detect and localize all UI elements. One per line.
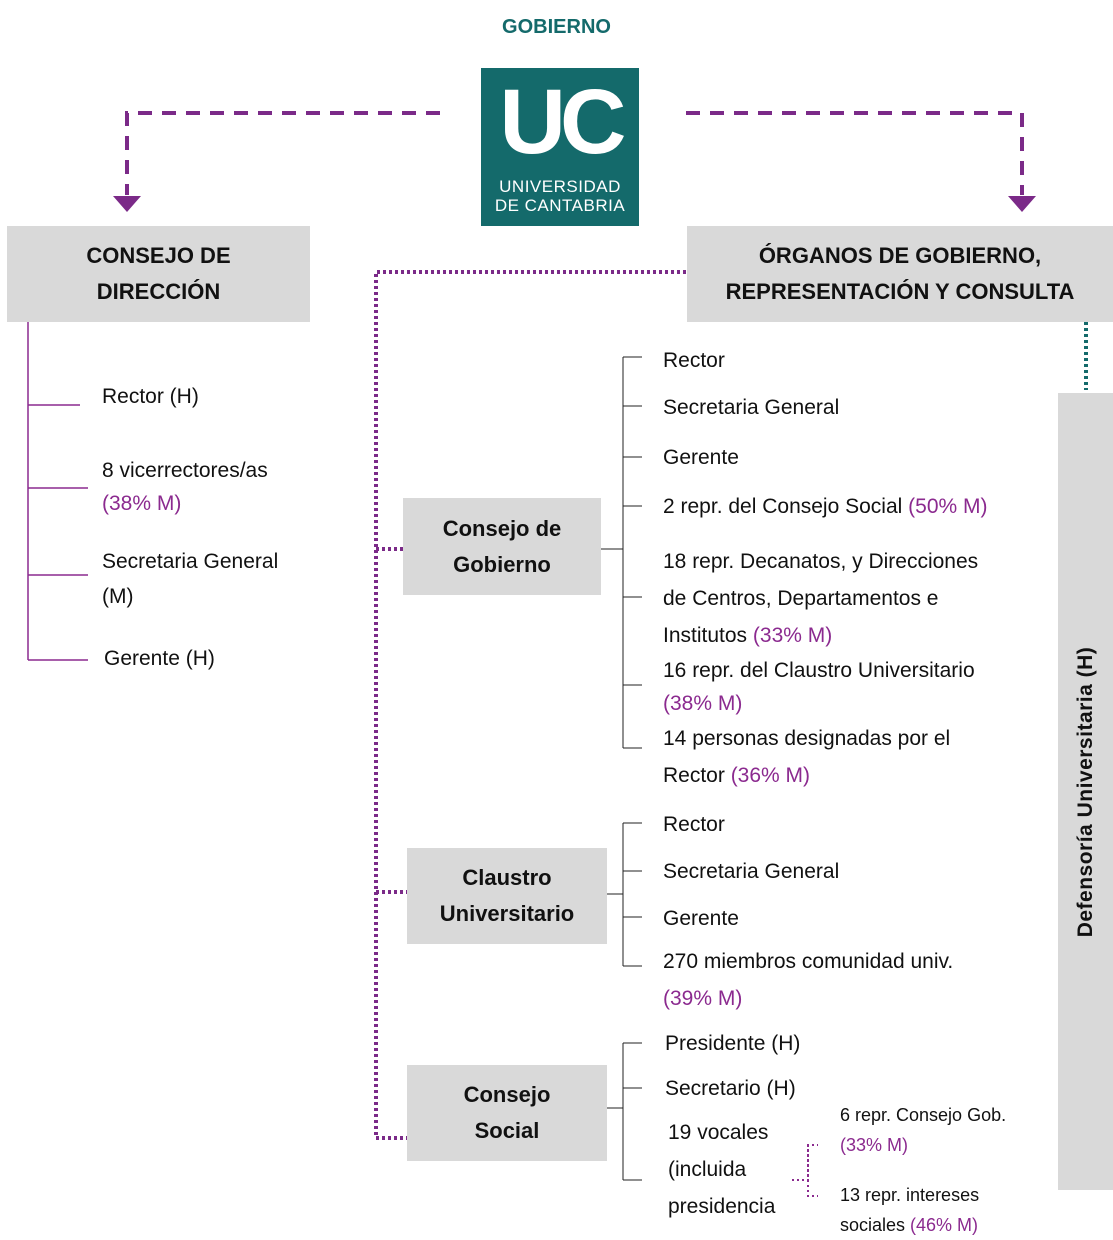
cg-item-consejo-social: 2 repr. del Consejo Social (50% M) — [663, 488, 988, 525]
cs-item-vocales-line2: (incluida — [668, 1158, 747, 1181]
cd-item-gerente: Gerente (H) — [104, 647, 215, 670]
cg-item-claustro-pct: (38% M) — [663, 692, 743, 715]
consejo-social-label-line1: Consejo — [463, 1082, 551, 1107]
cg-item-decanatos-line2: de Centros, Departamentos e — [663, 587, 939, 610]
organos-label-line1: ÓRGANOS DE GOBIERNO, — [758, 243, 1042, 268]
cs-sub-consejo-gob-pct: (33% M) — [840, 1135, 909, 1155]
claustro-label-line1: Claustro — [462, 865, 552, 890]
cg-item-consejo-social-text: 2 repr. del Consejo Social — [663, 495, 909, 518]
cs-item-vocales: 19 vocales (incluida presidencia — [668, 1114, 775, 1225]
logo-initials: UC — [499, 71, 627, 173]
organos-box: ÓRGANOS DE GOBIERNO, REPRESENTACIÓN Y CO… — [687, 226, 1113, 322]
cd-item-vicerrectores-text: 8 vicerrectores/as — [102, 459, 268, 482]
cd-item-secretaria-text2: (M) — [102, 585, 134, 608]
cu-item-miembros-text: 270 miembros comunidad univ. — [663, 950, 954, 973]
arrow-left-head — [113, 196, 141, 212]
cu-item-miembros: 270 miembros comunidad univ. (39% M) — [663, 943, 953, 1017]
cs-sub-intereses-text2: sociales — [840, 1215, 911, 1235]
cg-item-gerente: Gerente — [663, 446, 739, 469]
cd-item-secretaria-text: Secretaria General — [102, 550, 279, 573]
cg-item-designadas-pct: (36% M) — [730, 764, 811, 787]
cg-item-designadas-line1: 14 personas designadas por el — [663, 727, 951, 750]
cu-item-secretaria: Secretaria General — [663, 860, 840, 883]
cd-item-rector: Rector (H) — [102, 385, 199, 408]
cg-item-decanatos-pct: (33% M) — [752, 624, 833, 647]
cg-item-claustro-line1: 16 repr. del Claustro Universitario — [663, 659, 975, 682]
cu-item-rector: Rector — [663, 813, 725, 836]
cg-item-decanatos-line1: 18 repr. Decanatos, y Direcciones — [663, 550, 979, 573]
cg-item-secretaria: Secretaria General — [663, 396, 840, 419]
consejo-direccion-box: CONSEJO DE DIRECCIÓN — [7, 226, 310, 322]
cs-sub-consejo-gob: 6 repr. Consejo Gob. (33% M) — [840, 1100, 1006, 1160]
cs-item-secretario: Secretario (H) — [665, 1077, 796, 1100]
cg-item-decanatos: 18 repr. Decanatos, y Direcciones de Cen… — [663, 543, 978, 654]
claustro-label-line2: Universitario — [439, 901, 575, 926]
defensoria-label: Defensoría Universitaria (H) — [1073, 646, 1097, 937]
organos-connector — [374, 270, 686, 1140]
consejo-direccion-label-line2: DIRECCIÓN — [96, 279, 221, 304]
cs-sub-intereses-text: 13 repr. intereses — [840, 1185, 980, 1205]
consejo-social-box: Consejo Social — [407, 1065, 607, 1161]
cg-item-designadas-line2: Rector — [663, 764, 731, 787]
consejo-gobierno-box: Consejo de Gobierno — [403, 498, 601, 595]
consejo-gobierno-label-line2: Gobierno — [453, 551, 551, 577]
cg-item-consejo-social-pct: (50% M) — [908, 495, 988, 518]
claustro-box: Claustro Universitario — [407, 848, 607, 944]
defensoria-box: Defensoría Universitaria (H) — [1058, 393, 1113, 1190]
logo-line1: UNIVERSIDAD — [499, 177, 621, 196]
logo-line2: DE CANTABRIA — [494, 196, 626, 215]
cs-item-vocales-line3: presidencia — [668, 1195, 776, 1218]
cd-item-vicerrectores: 8 vicerrectores/as (38% M) — [102, 452, 268, 522]
cg-item-claustro: 16 repr. del Claustro Universitario (38%… — [663, 652, 975, 722]
cg-item-rector: Rector — [663, 349, 725, 372]
cs-sub-intereses-pct: (46% M) — [910, 1215, 979, 1235]
arrow-right-head — [1008, 196, 1036, 212]
cu-item-gerente: Gerente — [663, 907, 739, 930]
consejo-social-label-line2: Social — [474, 1118, 540, 1143]
cs-sub-consejo-gob-text: 6 repr. Consejo Gob. — [840, 1105, 1007, 1125]
cd-item-vicerrectores-pct: (38% M) — [102, 492, 182, 515]
page-title: GOBIERNO — [502, 16, 611, 38]
organos-label-line2: REPRESENTACIÓN Y CONSULTA — [725, 279, 1075, 304]
cd-item-secretaria: Secretaria General (M) — [102, 543, 278, 615]
cg-item-designadas: 14 personas designadas por el Rector (36… — [663, 720, 950, 794]
cg-item-decanatos-line3: Institutos — [663, 624, 753, 647]
consejo-gobierno-label-line1: Consejo de — [442, 515, 562, 541]
cu-item-miembros-pct: (39% M) — [663, 987, 743, 1010]
arrow-right-line — [686, 111, 1024, 195]
cs-item-presidente: Presidente (H) — [665, 1032, 801, 1055]
consejo-direccion-label-line1: CONSEJO DE — [86, 243, 231, 268]
universidad-cantabria-logo: UC UNIVERSIDAD DE CANTABRIA — [481, 68, 639, 226]
cs-item-vocales-line1: 19 vocales — [668, 1121, 769, 1144]
arrow-left-line — [125, 111, 440, 195]
cs-sub-intereses: 13 repr. intereses sociales (46% M) — [840, 1180, 979, 1240]
